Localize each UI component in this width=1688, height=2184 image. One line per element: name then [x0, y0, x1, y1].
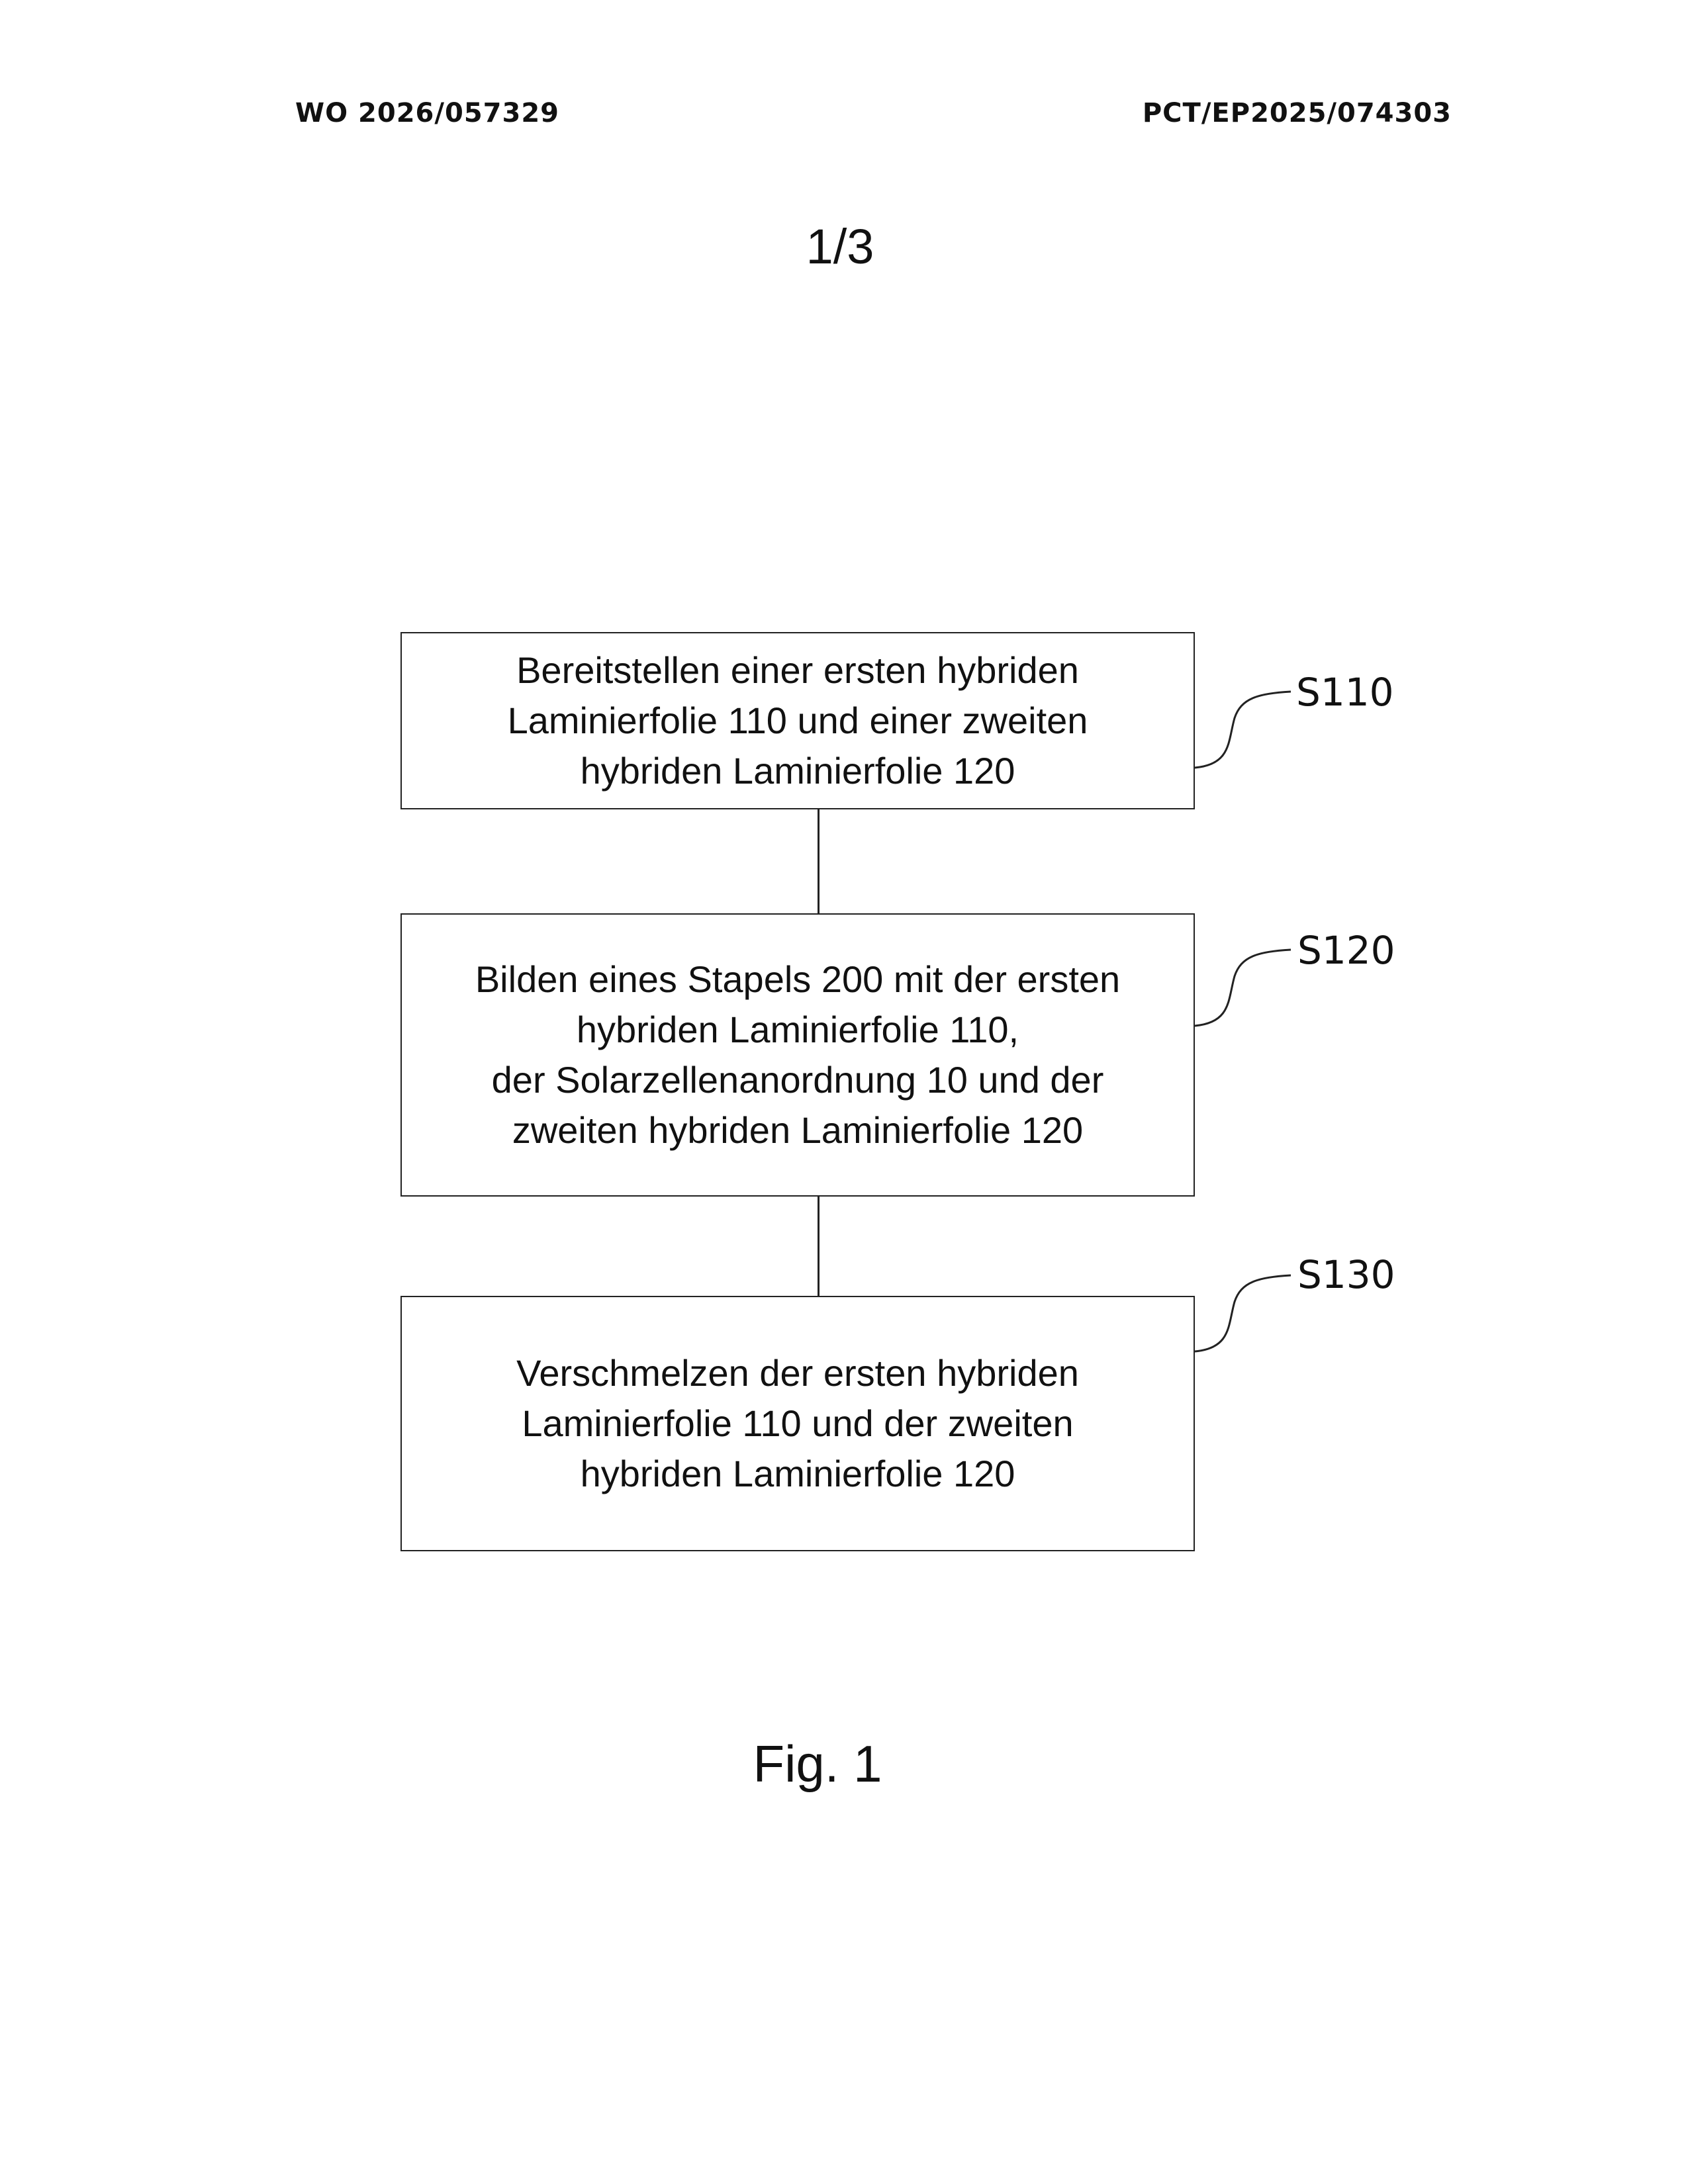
leader-line-s130	[1192, 1265, 1297, 1365]
step-label-s110: S110	[1296, 670, 1394, 715]
leader-line-s120	[1192, 940, 1297, 1039]
figure-caption: Fig. 1	[0, 1734, 1662, 1794]
step-text-s120: Bilden eines Stapels 200 mit der ersten …	[475, 954, 1120, 1156]
leader-line-s110	[1192, 682, 1297, 781]
step-text-s130: Verschmelzen der ersten hybriden Laminie…	[516, 1348, 1079, 1499]
step-line: Verschmelzen der ersten hybriden	[516, 1348, 1079, 1398]
connector-line	[818, 809, 820, 913]
step-line: hybriden Laminierfolie 120	[508, 746, 1088, 796]
step-line: hybriden Laminierfolie 110,	[475, 1005, 1120, 1055]
application-number: PCT/EP2025/074303	[1143, 98, 1452, 128]
step-line: Bilden eines Stapels 200 mit der ersten	[475, 954, 1120, 1005]
step-label-s130: S130	[1297, 1252, 1395, 1297]
step-line: Bereitstellen einer ersten hybriden	[508, 645, 1088, 696]
step-line: Laminierfolie 110 und einer zweiten	[508, 696, 1088, 746]
step-line: hybriden Laminierfolie 120	[516, 1449, 1079, 1499]
publication-number: WO 2026/057329	[295, 98, 559, 128]
step-line: der Solarzellenanordnung 10 und der	[475, 1055, 1120, 1105]
page-number: 1/3	[0, 218, 1684, 275]
step-line: Laminierfolie 110 und der zweiten	[516, 1398, 1079, 1449]
step-box-s120: Bilden eines Stapels 200 mit der ersten …	[400, 913, 1195, 1197]
connector-line	[818, 1197, 820, 1296]
step-label-s120: S120	[1297, 928, 1395, 973]
step-box-s110: Bereitstellen einer ersten hybriden Lami…	[400, 632, 1195, 809]
step-line: zweiten hybriden Laminierfolie 120	[475, 1105, 1120, 1156]
step-box-s130: Verschmelzen der ersten hybriden Laminie…	[400, 1296, 1195, 1551]
step-text-s110: Bereitstellen einer ersten hybriden Lami…	[508, 645, 1088, 796]
